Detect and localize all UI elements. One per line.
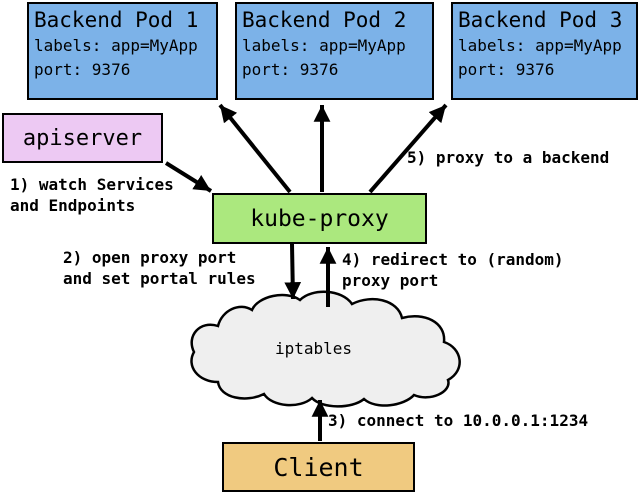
kube-proxy-box: kube-proxy: [212, 193, 427, 244]
backend-pod-2-labels: labels: app=MyApp: [242, 36, 406, 55]
backend-pod-1-box: Backend Pod 1 labels: app=MyApp port: 93…: [27, 2, 218, 100]
arrow-kubeproxy-to-pod1: [218, 103, 292, 194]
backend-pod-2-title: Backend Pod 2: [242, 8, 407, 32]
step4-label: 4) redirect to (random) proxy port: [342, 250, 564, 290]
backend-pod-1-title: Backend Pod 1: [34, 8, 199, 32]
apiserver-box: apiserver: [2, 113, 163, 163]
backend-pod-2-port: port: 9376: [242, 60, 339, 79]
step2-label: 2) open proxy port and set portal rules: [63, 248, 256, 288]
step3-label: 3) connect to 10.0.0.1:1234: [328, 411, 589, 430]
apiserver-label: apiserver: [22, 125, 143, 151]
client-label: Client: [273, 452, 364, 482]
kube-proxy-label: kube-proxy: [250, 205, 389, 232]
iptables-label: iptables: [275, 339, 353, 358]
client-box: Client: [222, 442, 415, 492]
backend-pod-3-port: port: 9376: [458, 60, 555, 79]
iptables-cloud: [190, 290, 461, 408]
step5-label: 5) proxy to a backend: [407, 148, 610, 167]
backend-pod-1-labels: labels: app=MyApp: [34, 36, 198, 55]
arrow-kubeproxy-to-pod3: [368, 103, 448, 194]
backend-pod-3-title: Backend Pod 3: [458, 8, 623, 32]
arrow-apiserver-to-kubeproxy: [164, 161, 213, 193]
arrow-kubeproxy-to-iptables: [284, 243, 302, 300]
backend-pod-3-box: Backend Pod 3 labels: app=MyApp port: 93…: [451, 2, 638, 100]
backend-pod-3-labels: labels: app=MyApp: [458, 36, 622, 55]
step1-label: 1) watch Services and Endpoints: [10, 175, 174, 215]
backend-pod-1-port: port: 9376: [34, 60, 131, 79]
backend-pod-2-box: Backend Pod 2 labels: app=MyApp port: 93…: [235, 2, 434, 100]
